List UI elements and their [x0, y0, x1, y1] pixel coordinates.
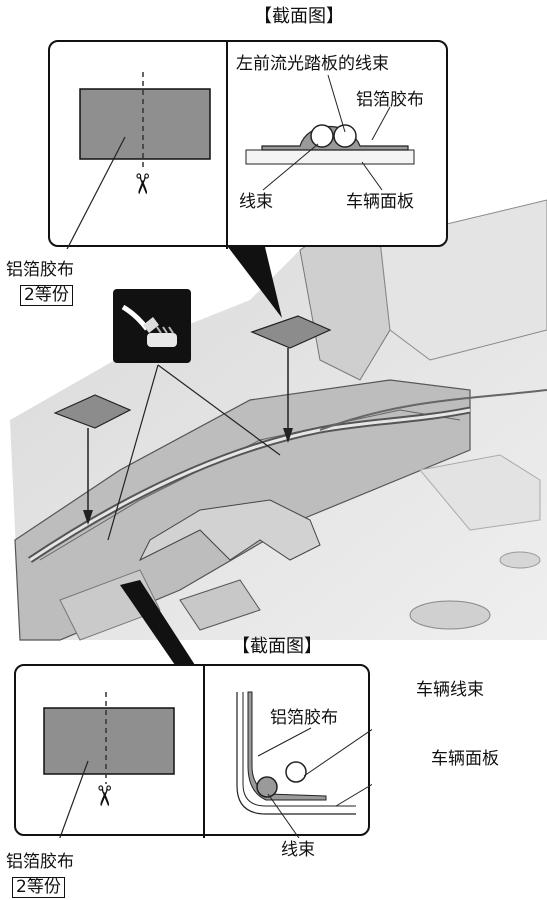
foil-rectangle-top — [79, 88, 211, 160]
scissors-icon: ✂ — [125, 172, 159, 196]
tape-label-bottom: 铝箔胶布 — [270, 708, 338, 728]
bottom-side-split-label: 2等份 — [12, 877, 65, 898]
top-section-title: 【截面图】 — [254, 6, 344, 27]
vehicle-harness-label: 车辆线束 — [416, 680, 484, 700]
harness-label: 左前流光踏板的线束 — [236, 54, 389, 74]
vehicle-panel-label-bottom: 车辆面板 — [431, 749, 499, 769]
top-side-tape-label: 铝箔胶布 — [6, 260, 74, 280]
foil-piece-right — [250, 315, 332, 349]
tape-label: 铝箔胶布 — [356, 90, 424, 110]
bottom-section-title: 【截面图】 — [232, 636, 322, 657]
bottom-side-tape-label: 铝箔胶布 — [6, 852, 74, 872]
top-cross-section-panel: ✂ 左前流光踏板的线束 铝箔胶布 线束 车辆面板 — [48, 40, 448, 249]
tape-application-icon — [113, 289, 191, 363]
scissors-icon: ✂ — [87, 784, 121, 808]
wire-label: 线束 — [239, 192, 273, 212]
wire-label-bottom: 线束 — [281, 840, 315, 860]
foil-rectangle-bottom — [43, 707, 175, 775]
top-side-split-label: 2等份 — [20, 285, 73, 306]
vehicle-panel-label: 车辆面板 — [346, 192, 414, 212]
bottom-cross-section-panel: ✂ 铝箔胶布 — [14, 664, 372, 838]
foil-piece-left — [53, 394, 132, 429]
